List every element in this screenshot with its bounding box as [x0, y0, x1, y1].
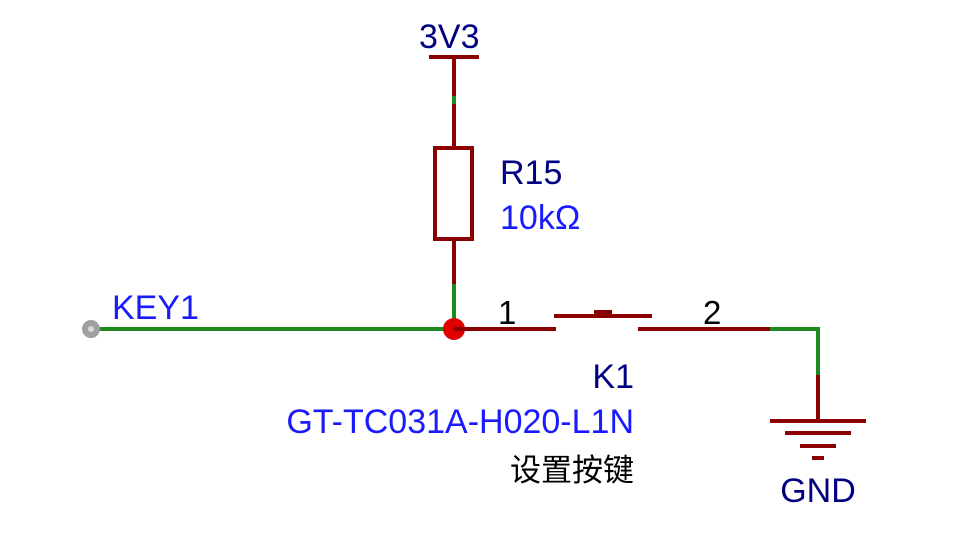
resistor-value: 10kΩ	[500, 199, 580, 237]
resistor-body	[433, 146, 474, 241]
gnd-label: GND	[780, 472, 856, 510]
switch-part-number: GT-TC031A-H020-L1N	[286, 403, 634, 441]
switch-pin2-label: 2	[703, 294, 721, 331]
resistor-designator: R15	[500, 154, 562, 192]
net-port-key1-hole	[88, 326, 94, 332]
switch-designator: K1	[592, 358, 634, 396]
switch-description: 设置按键	[510, 453, 634, 489]
vcc-label: 3V3	[419, 18, 480, 56]
switch-k1	[454, 310, 770, 331]
vcc-power-symbol	[429, 55, 479, 96]
resistor-r15	[433, 104, 474, 284]
gnd-power-symbol	[770, 375, 866, 460]
net-label-key1: KEY1	[112, 289, 199, 327]
switch-pin1-label: 1	[498, 294, 516, 331]
wires	[89, 94, 820, 377]
